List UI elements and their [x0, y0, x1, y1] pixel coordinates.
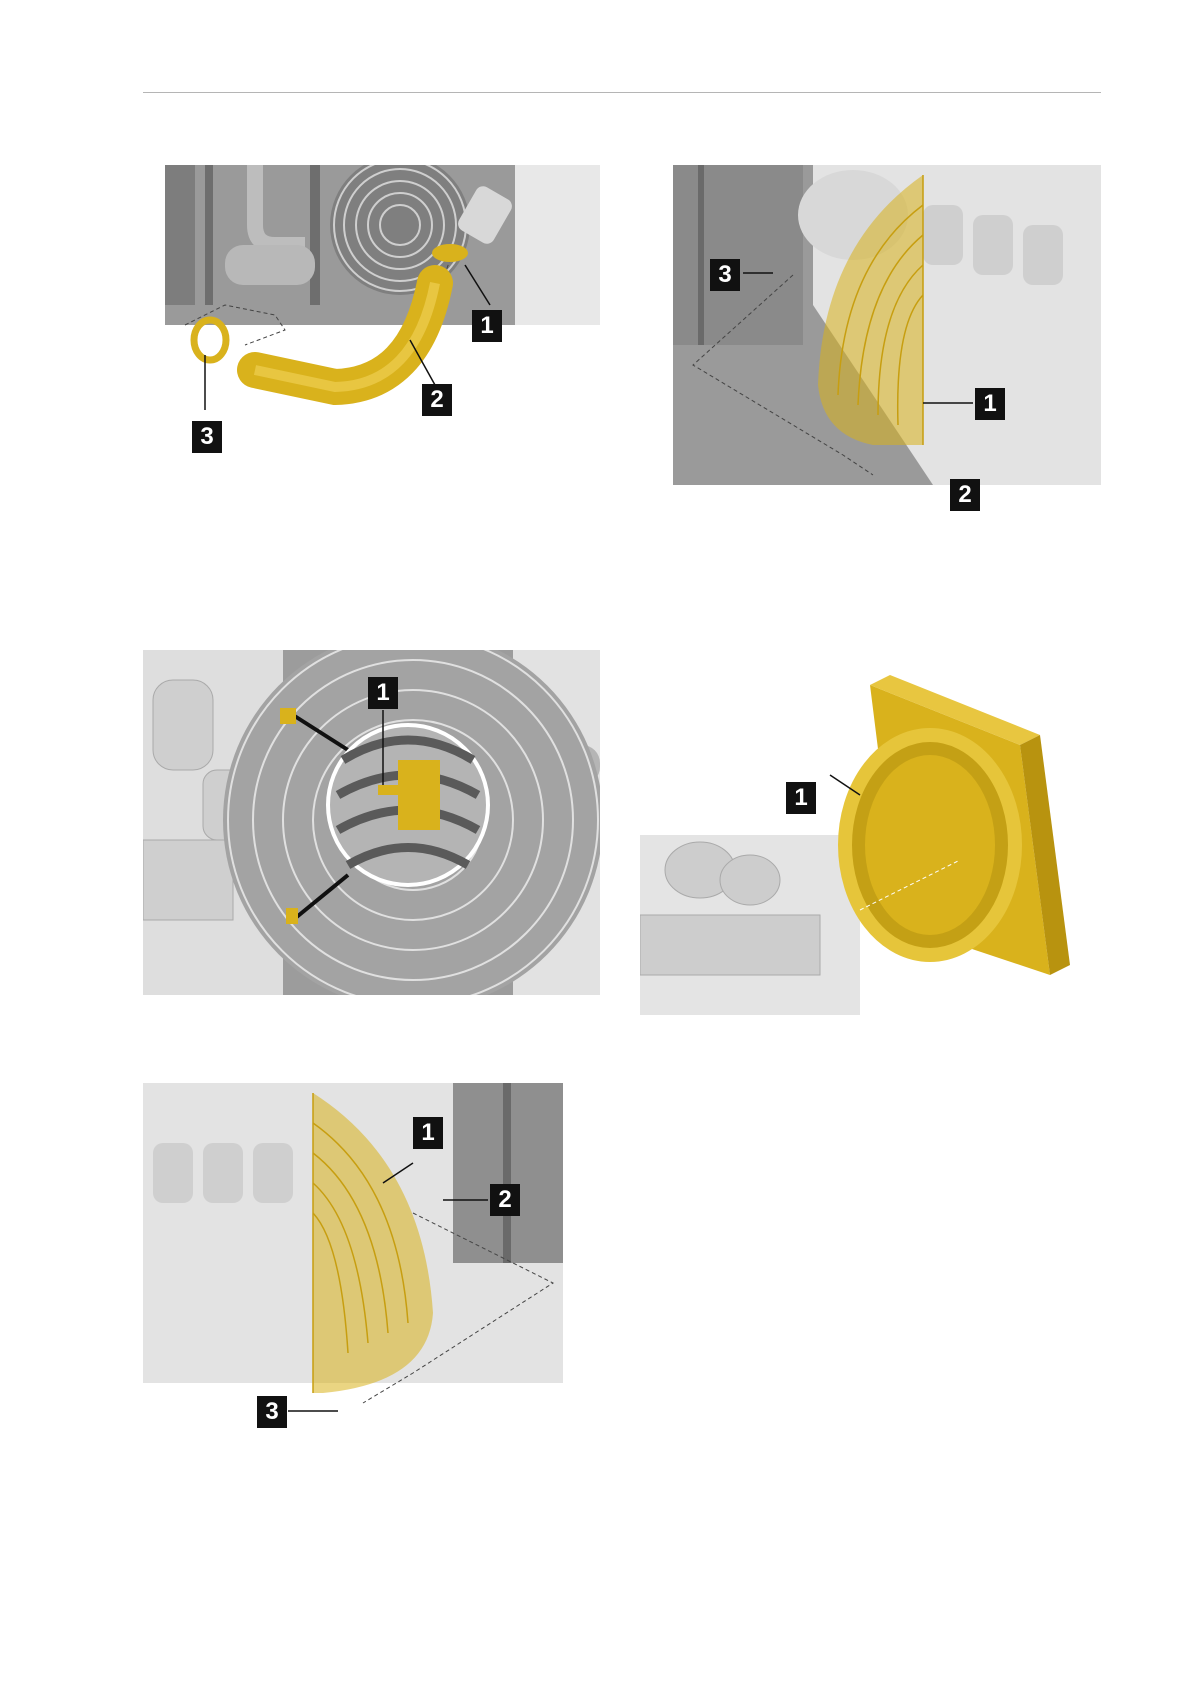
callout-2: 2	[422, 384, 452, 416]
header-rule	[143, 92, 1101, 93]
callout-1: 1	[786, 782, 816, 814]
callout-2: 2	[490, 1184, 520, 1216]
hose-clamps-illustration	[165, 165, 600, 495]
fan-guard-right-illustration	[673, 165, 1101, 485]
figure-hose-clamps	[165, 165, 600, 495]
callout-1: 1	[472, 310, 502, 342]
callout-1: 1	[975, 388, 1005, 420]
callout-1: 1	[368, 677, 398, 709]
callout-2: 2	[950, 479, 980, 511]
callout-1: 1	[413, 1117, 443, 1149]
figure-fan-guard-left	[143, 1083, 563, 1423]
radiator-shroud-illustration	[640, 675, 1090, 1015]
callout-3: 3	[192, 421, 222, 453]
figure-fan-guard-right	[673, 165, 1101, 485]
callout-3: 3	[257, 1396, 287, 1428]
fan-guard-left-illustration	[143, 1083, 563, 1423]
figure-radiator-shroud	[640, 675, 1090, 1015]
callout-3: 3	[710, 259, 740, 291]
